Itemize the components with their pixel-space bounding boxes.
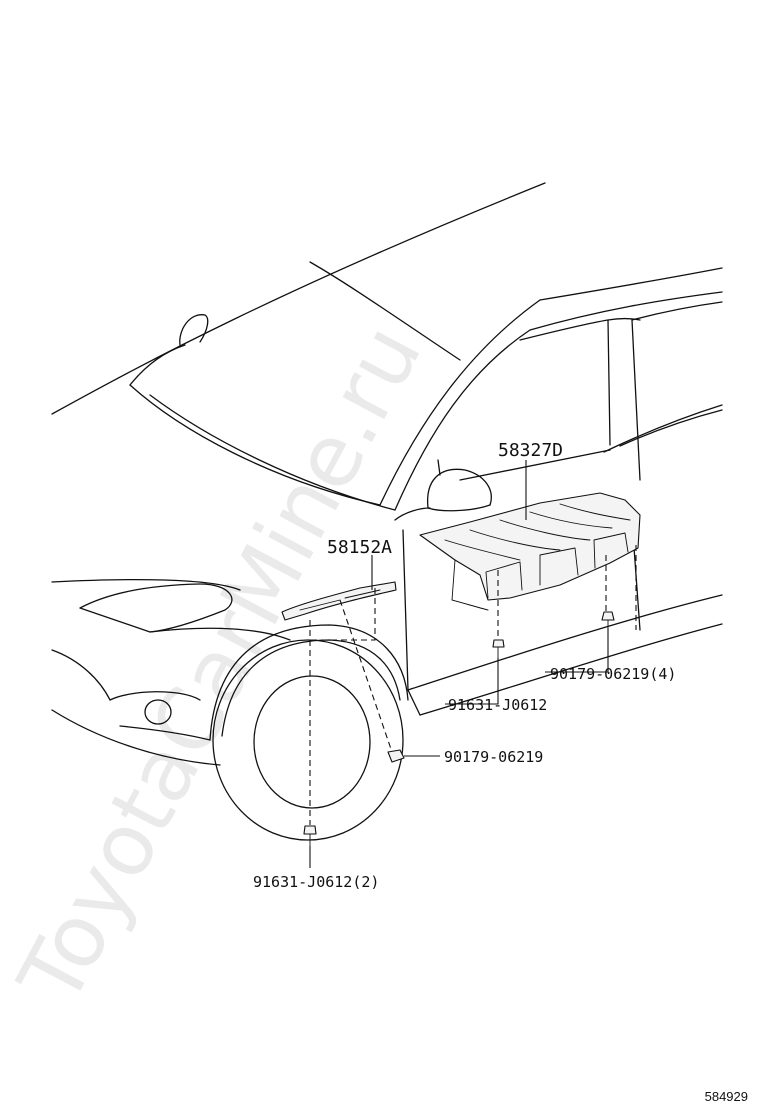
watermark-text: ToyotaCarMine.ru <box>0 310 441 1021</box>
callout-90179-06219-4[interactable]: 90179-06219(4) <box>550 665 676 683</box>
vehicle-outline <box>51 182 723 841</box>
clip-icon <box>387 749 405 763</box>
part-58152A-shape <box>281 581 397 621</box>
callout-58152A[interactable]: 58152A <box>327 537 392 558</box>
leader-lines <box>309 460 609 868</box>
screw-icon <box>492 639 505 659</box>
callout-91631-J0612-2[interactable]: 91631-J0612(2) <box>253 873 379 891</box>
part-58327D-shape <box>419 492 641 611</box>
diagram-id-label: 584929 <box>704 1089 748 1104</box>
screw-icon <box>303 825 317 847</box>
fasteners <box>303 611 615 847</box>
reference-lines <box>305 545 637 825</box>
callout-58327D[interactable]: 58327D <box>498 440 563 461</box>
clip-icon <box>601 611 615 629</box>
callout-91631-J0612[interactable]: 91631-J0612 <box>448 696 547 714</box>
callout-90179-06219[interactable]: 90179-06219 <box>444 748 543 766</box>
